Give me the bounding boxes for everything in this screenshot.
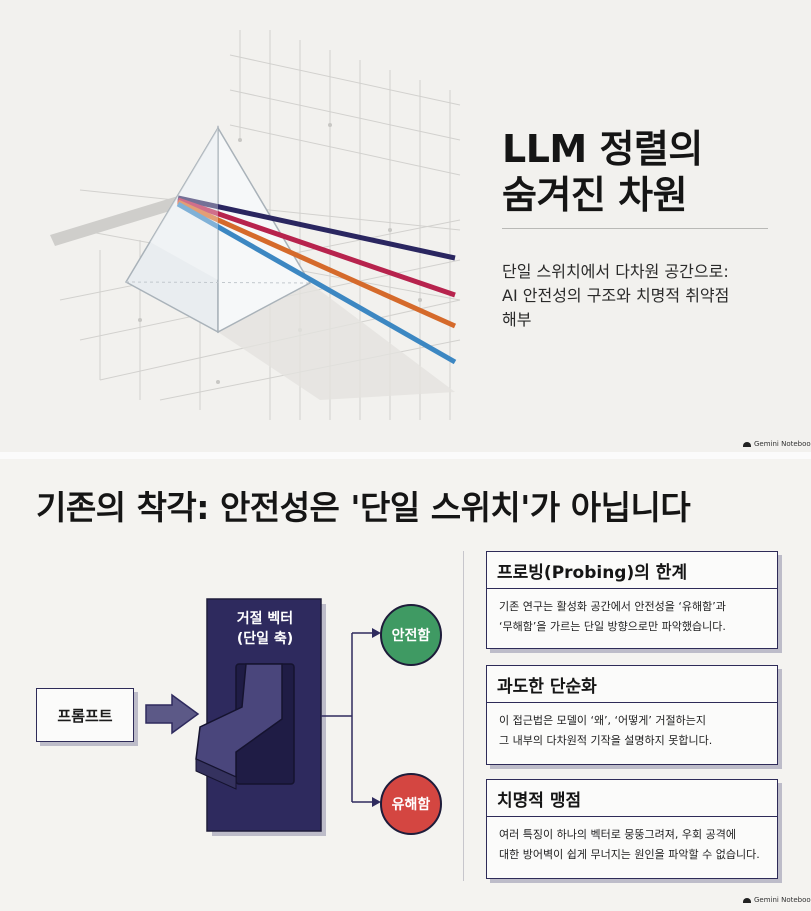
- ray-navy: [177, 195, 456, 261]
- title-divider: [502, 228, 768, 229]
- safe-outcome-badge: 안전함: [380, 604, 442, 666]
- prompt-box: 프롬프트: [36, 688, 134, 742]
- brand-watermark: Gemini Notebook: [743, 440, 811, 448]
- page-title: LLM 정렬의 숨겨진 차원: [502, 127, 703, 217]
- refusal-switch-diagram: [145, 598, 381, 836]
- refusal-vector-label: 거절 벡터 (단일 축): [236, 611, 294, 647]
- card-critical-blindspot: 치명적 맹점 여러 특징이 하나의 벡터로 뭉뚱그려져, 우회 공격에 대한 방…: [486, 779, 778, 879]
- ray-blue: [176, 201, 457, 365]
- content-slide: 기존의 착각: 안전성은 '단일 스위치'가 아닙니다 프롬프트 거절 벡터 (…: [0, 459, 811, 911]
- brand-logo-icon: [743, 441, 751, 447]
- card-probing-limit: 프로빙(Probing)의 한계 기존 연구는 활성화 공간에서 안전성을 ‘유…: [486, 551, 778, 649]
- title-slide: LLM 정렬의 숨겨진 차원 단일 스위치에서 다차원 공간으로: AI 안전성…: [0, 0, 811, 452]
- harmful-outcome-badge: 유해함: [380, 773, 442, 835]
- ray-red: [177, 197, 456, 298]
- slide-separator: [0, 452, 811, 459]
- brand-watermark: Gemini Notebook: [743, 896, 811, 904]
- ray-orange: [176, 199, 457, 329]
- input-arrow-icon: [145, 693, 200, 735]
- column-divider: [463, 551, 464, 881]
- brand-logo-icon: [743, 897, 751, 903]
- card-oversimplification: 과도한 단순화 이 접근법은 모델이 ‘왜’, ‘어떻게’ 거절하는지 그 내부…: [486, 665, 778, 765]
- slide-heading: 기존의 착각: 안전성은 '단일 스위치'가 아닙니다: [36, 488, 691, 527]
- prism-illustration: [50, 30, 461, 420]
- subtitle: 단일 스위치에서 다차원 공간으로: AI 안전성의 구조와 치명적 취약점 해…: [502, 262, 730, 329]
